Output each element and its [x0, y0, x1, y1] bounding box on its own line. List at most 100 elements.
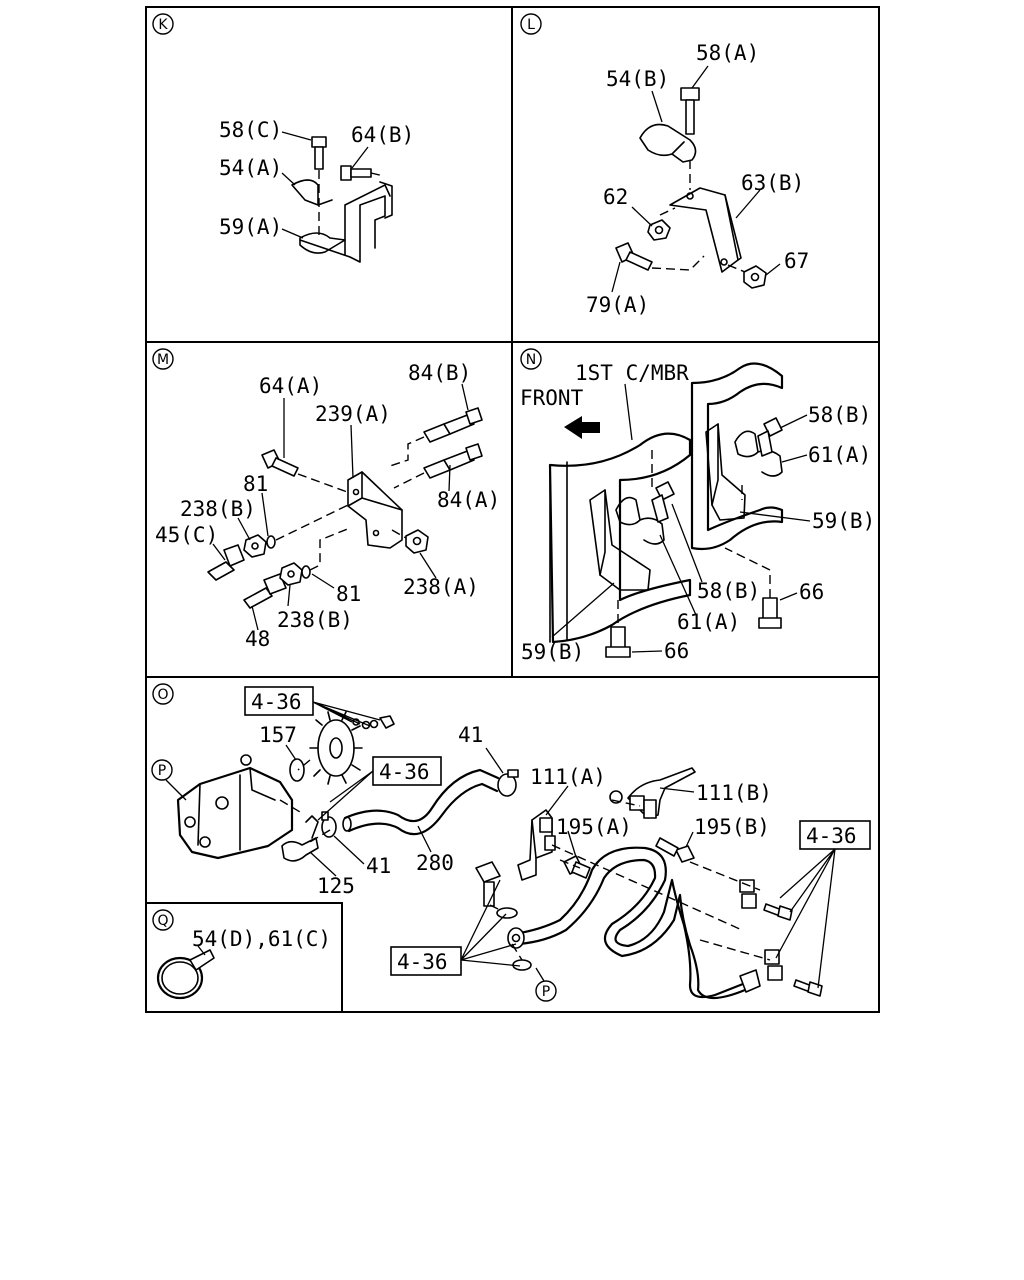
- label-59b-front: 59(B): [521, 640, 584, 664]
- svg-text:4-36: 4-36: [806, 824, 857, 848]
- panel-q: Q 54(D),61(C): [152, 909, 331, 1000]
- label-84a: 84(A): [437, 488, 500, 512]
- label-45c: 45(C): [155, 523, 218, 547]
- label-41-upper: 41: [458, 723, 483, 747]
- label-238b-upper: 238(B): [180, 497, 256, 521]
- oring-157: [289, 758, 305, 782]
- label-64a: 64(A): [259, 374, 322, 398]
- panel-l: L: [520, 13, 809, 317]
- label-41-lower: 41: [366, 854, 391, 878]
- fitting-84b: [423, 407, 483, 443]
- label-280: 280: [416, 851, 454, 875]
- label-195b: 195(B): [694, 815, 770, 839]
- panel-o-id-marker: O: [152, 683, 174, 705]
- panel-m: M: [152, 348, 500, 651]
- label-79a: 79(A): [586, 293, 649, 317]
- bolt-66-front: [605, 626, 631, 658]
- label-67: 67: [784, 249, 809, 273]
- hose-clamp-41-upper: [497, 769, 519, 797]
- clamp-61a-front: [615, 496, 665, 545]
- panel-o-sub-marker-p: P: [151, 759, 173, 781]
- ref-box-4-36-right: 4-36: [799, 820, 871, 850]
- label-66-rear: 66: [799, 580, 824, 604]
- svg-text:4-36: 4-36: [251, 690, 302, 714]
- label-81-lower: 81: [336, 582, 361, 606]
- ref-box-4-36-bottom: 4-36: [390, 946, 462, 976]
- svg-text:M: M: [157, 352, 169, 368]
- svg-text:O: O: [157, 687, 168, 703]
- label-125: 125: [317, 874, 355, 898]
- diagram-frame: [145, 6, 880, 1013]
- label-58a: 58(A): [696, 41, 759, 65]
- label-111a: 111(A): [530, 765, 606, 789]
- label-62: 62: [603, 185, 628, 209]
- nut-62: [647, 219, 671, 241]
- power-steering-pump: [176, 766, 294, 860]
- label-54b: 54(B): [606, 67, 669, 91]
- fitting-84a: [423, 443, 483, 479]
- crossmember-rear: [690, 362, 784, 551]
- panel-o: O P: [151, 683, 871, 1002]
- label-1st-crossmember: 1ST C/MBR: [575, 361, 689, 385]
- clamp-54b: [639, 123, 697, 163]
- label-61a-rear: 61(A): [808, 443, 871, 467]
- panel-m-id-marker: M: [152, 348, 174, 370]
- nut-238b-lower: [279, 562, 303, 586]
- label-58b-rear: 58(B): [808, 403, 871, 427]
- nut-238b-upper: [243, 534, 267, 558]
- label-238b-lower: 238(B): [277, 608, 353, 632]
- clamp-54a: [291, 179, 333, 206]
- sub-marker-p-bottom: P: [535, 980, 557, 1002]
- pressure-pipe: [512, 846, 750, 999]
- bracket-111b: [627, 767, 696, 819]
- bracket-59a: [299, 195, 386, 263]
- label-58c: 58(C): [219, 118, 282, 142]
- hose-280: [343, 768, 500, 823]
- bolt-58b-front: [651, 481, 675, 523]
- crossmember-front: [548, 432, 692, 644]
- panel-k-id-marker: K: [152, 13, 174, 35]
- label-front: FRONT: [520, 386, 584, 410]
- label-54d-61c: 54(D),61(C): [192, 927, 331, 951]
- bracket-63b: [669, 187, 739, 273]
- label-54a: 54(A): [219, 156, 282, 180]
- bracket-239a: [347, 471, 403, 549]
- ref-box-4-36-middle: 4-36: [372, 756, 442, 786]
- panel-k: K 58(C) 64(B) 54(A) 59(A): [152, 13, 414, 263]
- label-238a: 238(A): [403, 575, 479, 599]
- bolt-79a: [615, 242, 653, 271]
- bracket-59b-front: [589, 489, 651, 591]
- bolt-58a: [680, 87, 700, 135]
- label-66-front: 66: [664, 639, 689, 663]
- pipe-clip-lower: [764, 949, 823, 997]
- bolt-64a: [261, 449, 299, 477]
- bolt-58c: [311, 136, 327, 170]
- label-61a-front: 61(A): [677, 610, 740, 634]
- label-157: 157: [259, 723, 297, 747]
- fitting-48: [243, 573, 287, 609]
- label-111b: 111(B): [696, 781, 772, 805]
- svg-text:Q: Q: [157, 913, 168, 929]
- ring-81-lower: [301, 565, 311, 579]
- svg-text:K: K: [158, 17, 168, 33]
- svg-text:N: N: [526, 352, 536, 368]
- front-arrow-icon: [564, 416, 600, 439]
- label-59b-rear: 59(B): [812, 509, 875, 533]
- label-63b: 63(B): [741, 171, 804, 195]
- ref-box-4-36-top: 4-36: [244, 686, 314, 716]
- svg-text:P: P: [542, 984, 550, 1000]
- svg-text:P: P: [158, 763, 166, 779]
- nut-238a: [405, 529, 429, 554]
- clamp-59a: [299, 232, 346, 254]
- pipe-clip-upper: [739, 879, 793, 921]
- label-195a: 195(A): [556, 815, 632, 839]
- bolt-58b-rear: [757, 417, 783, 457]
- nut-67: [743, 265, 767, 289]
- panel-n: N: [520, 348, 875, 664]
- bolt-45c: [207, 544, 245, 581]
- hose-clamp-54d-61c: [156, 949, 215, 1000]
- panel-l-id-marker: L: [520, 13, 542, 35]
- banjo-bolt: [475, 861, 501, 907]
- label-59a: 59(A): [219, 215, 282, 239]
